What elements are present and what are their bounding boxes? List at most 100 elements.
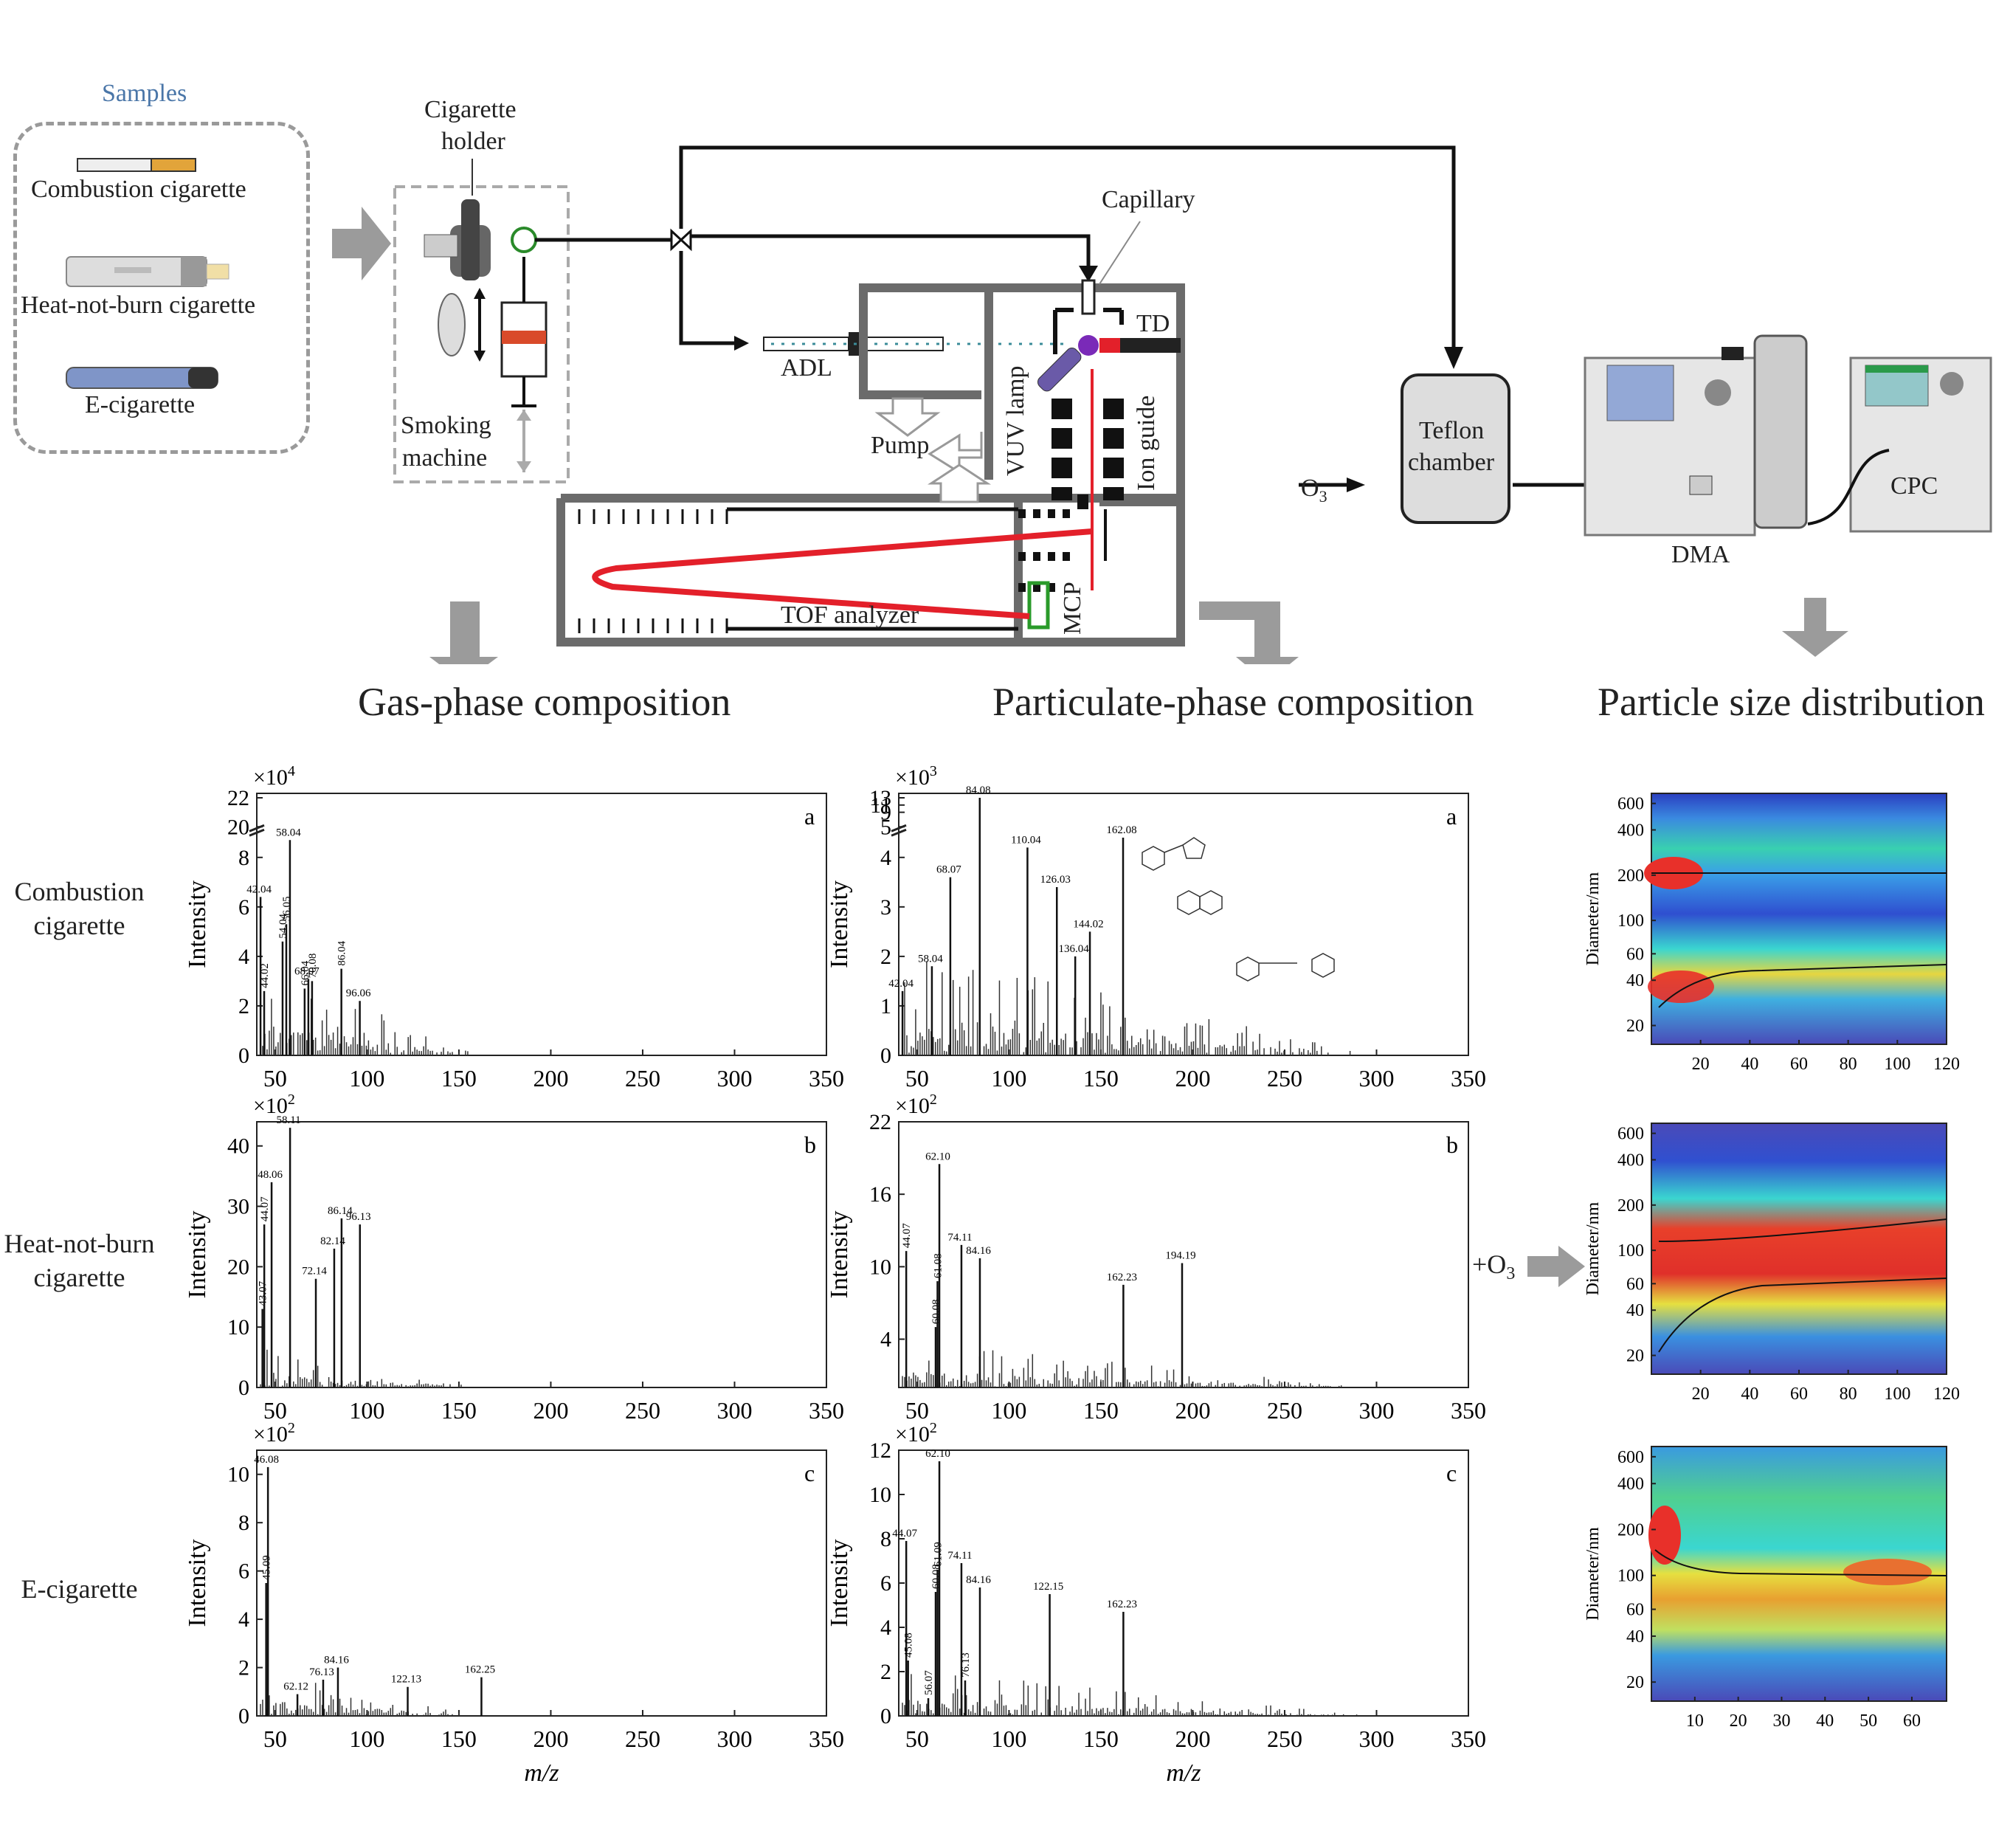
peak-label: 61.09 xyxy=(933,1542,945,1567)
x-tick-label: 350 xyxy=(1451,1397,1486,1424)
structure-ring xyxy=(1182,837,1206,859)
teflon-chamber xyxy=(1401,373,1510,524)
y-multiplier: ×102 xyxy=(895,1092,937,1118)
peak-label: 62.10 xyxy=(925,1448,950,1460)
x-tick-label: 250 xyxy=(1267,1725,1302,1752)
x-tick-label: 40 xyxy=(1741,1385,1758,1404)
peak-label: 136.04 xyxy=(1059,943,1090,955)
x-tick-label: 350 xyxy=(809,1397,844,1424)
y-tick-label: 0 xyxy=(238,1044,249,1068)
peak-label: 126.03 xyxy=(1040,874,1071,886)
heatmap-mode-line xyxy=(1654,1549,1947,1576)
x-tick-label: 250 xyxy=(1267,1397,1302,1424)
y-tick-label: 60 xyxy=(1626,945,1644,964)
x-tick-label: 120 xyxy=(1933,1385,1960,1404)
y-tick-label: 20 xyxy=(1626,1347,1644,1366)
molecule-structures xyxy=(1142,837,1335,982)
y-tick-label: 200 xyxy=(1617,866,1644,886)
y-multiplier: ×102 xyxy=(253,1420,295,1447)
x-tick-label: 100 xyxy=(991,1397,1026,1424)
y-tick-label: 2 xyxy=(880,945,891,969)
x-tick-label: 200 xyxy=(533,1725,568,1752)
x-tick-label: 200 xyxy=(533,1065,568,1092)
y-tick-label: 6 xyxy=(238,895,249,920)
smoking-machine-label-1: Smoking xyxy=(401,412,491,439)
adl-tube-icon xyxy=(763,332,1070,356)
x-tick-label: 60 xyxy=(1790,1055,1808,1074)
peak-label: 84.16 xyxy=(966,1574,991,1586)
y-tick-label: 100 xyxy=(1617,1241,1644,1261)
x-tick-label: 20 xyxy=(1692,1385,1710,1404)
y-tick-label: 6 xyxy=(880,1571,891,1596)
teflon-label-2: chamber xyxy=(1408,449,1495,476)
structure-ring xyxy=(1236,956,1260,982)
y-tick-label: 0 xyxy=(238,1376,249,1400)
y-multiplier: ×104 xyxy=(253,763,295,790)
y-tick-label: 40 xyxy=(1626,971,1644,990)
y-tick-label: 400 xyxy=(1617,1475,1644,1494)
axis-break xyxy=(249,828,265,837)
peak-label: 56.05 xyxy=(281,897,293,922)
peak-label: 43.07 xyxy=(258,1280,269,1306)
peak-label: 86.04 xyxy=(336,940,348,965)
x-tick-label: 100 xyxy=(1884,1385,1910,1404)
y-tick-label: 22 xyxy=(227,786,249,810)
y-axis-label: Intensity xyxy=(184,880,211,968)
x-tick-label: 100 xyxy=(349,1725,384,1752)
peak-label: 96.06 xyxy=(346,987,371,999)
sample-label-ecig: E-cigarette xyxy=(85,391,196,418)
x-tick-label: 60 xyxy=(1903,1711,1921,1731)
x-tick-label: 200 xyxy=(1175,1397,1210,1424)
x-tick-label: 150 xyxy=(441,1065,477,1092)
x-tick-label: 50 xyxy=(263,1397,287,1424)
td-label: TD xyxy=(1136,310,1170,337)
axis-break xyxy=(249,824,265,832)
x-tick-label: 50 xyxy=(905,1065,929,1092)
sample-label-hnb: Heat-not-burn cigarette xyxy=(21,292,256,319)
peak-label: 86.14 xyxy=(328,1205,353,1217)
pump-label: Pump xyxy=(871,432,930,459)
panel-letter: a xyxy=(1446,803,1457,830)
x-tick-label: 80 xyxy=(1840,1055,1857,1074)
plot-frame xyxy=(256,1449,827,1717)
peak-label: 122.15 xyxy=(1033,1581,1063,1593)
peak-label: 42.04 xyxy=(246,883,272,895)
x-tick-label: 20 xyxy=(1692,1055,1710,1074)
y-tick-label: 1 xyxy=(880,994,891,1018)
x-tick-label: 100 xyxy=(991,1065,1026,1092)
y-tick-label: 0 xyxy=(238,1704,249,1728)
panel-letter: b xyxy=(1446,1131,1458,1158)
y-tick-label: 40 xyxy=(1626,1301,1644,1320)
smoking-machine-box xyxy=(393,185,570,483)
section-particulate-title: Particulate-phase composition xyxy=(992,680,1474,724)
peak-label: 84.16 xyxy=(324,1655,349,1666)
y-tick-label: 10 xyxy=(227,1463,249,1487)
plot-frame xyxy=(256,1121,827,1388)
x-tick-label: 250 xyxy=(1267,1065,1302,1092)
peak-label: 162.23 xyxy=(1107,1599,1137,1610)
x-tick-label: 120 xyxy=(1933,1055,1960,1074)
x-tick-label: 200 xyxy=(1175,1725,1210,1752)
x-tick-label: 100 xyxy=(1884,1055,1910,1074)
y-tick-label: 20 xyxy=(1626,1017,1644,1036)
peak-label: 96.13 xyxy=(346,1211,371,1223)
x-tick-label: 200 xyxy=(533,1397,568,1424)
y-tick-label: 30 xyxy=(227,1195,249,1219)
heat-not-burn-device-icon xyxy=(66,256,229,287)
y-axis-label: Intensity xyxy=(826,880,853,968)
y-tick-label: 10 xyxy=(869,1483,891,1507)
y-tick-label: 400 xyxy=(1617,821,1644,841)
x-tick-label: 60 xyxy=(1790,1385,1808,1404)
x-tick-label: 200 xyxy=(1175,1065,1210,1092)
heatmap-hotspot xyxy=(1843,1559,1932,1585)
peak-label: 48.06 xyxy=(258,1169,283,1181)
y-tick-label: 60 xyxy=(1626,1275,1644,1294)
y-tick-label: 40 xyxy=(227,1134,249,1159)
y-multiplier: ×103 xyxy=(895,763,937,790)
